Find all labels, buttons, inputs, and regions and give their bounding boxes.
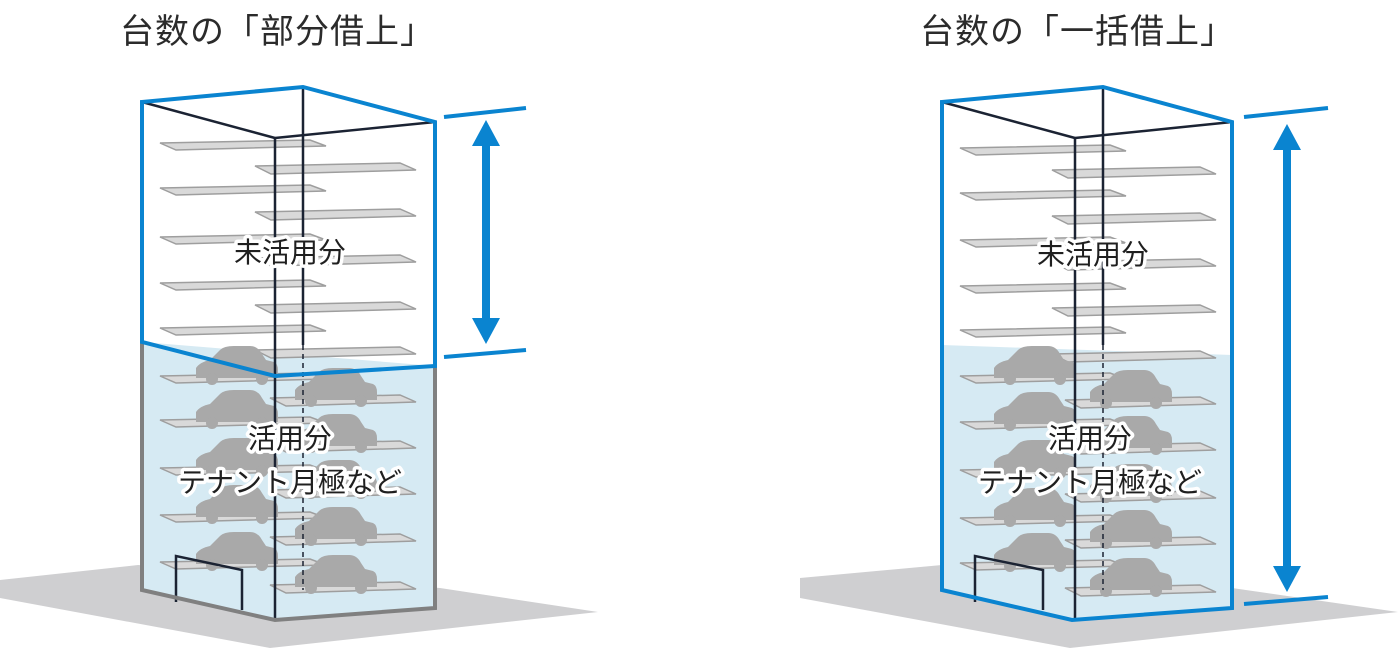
left-unused-blue-frame — [140, 84, 437, 379]
right-full-blue-frame — [940, 84, 1234, 623]
left-inner-edges — [141, 87, 436, 620]
right-unused-label: 未活用分 — [1037, 238, 1149, 271]
right-diagram-title: 台数の「一括借上」 — [920, 12, 1235, 52]
left-building: 未活用分 活用分 テナント月極など — [0, 84, 598, 648]
right-dimension-arrow — [1243, 106, 1329, 606]
right-building: 未活用分 活用分 テナント月極など — [800, 84, 1398, 648]
left-lower-gray-frame — [140, 342, 437, 623]
right-used-label-line1: 活用分 — [1048, 422, 1132, 455]
right-inner-edges — [941, 87, 1233, 620]
left-used-label-line1: 活用分 — [248, 422, 332, 455]
left-dimension-arrow — [443, 106, 527, 359]
right-used-label-line2: テナント月極など — [978, 466, 1202, 499]
left-used-label-line2: テナント月極など — [178, 466, 402, 499]
left-unused-label: 未活用分 — [234, 236, 346, 269]
left-diagram-title: 台数の「部分借上」 — [120, 12, 435, 52]
